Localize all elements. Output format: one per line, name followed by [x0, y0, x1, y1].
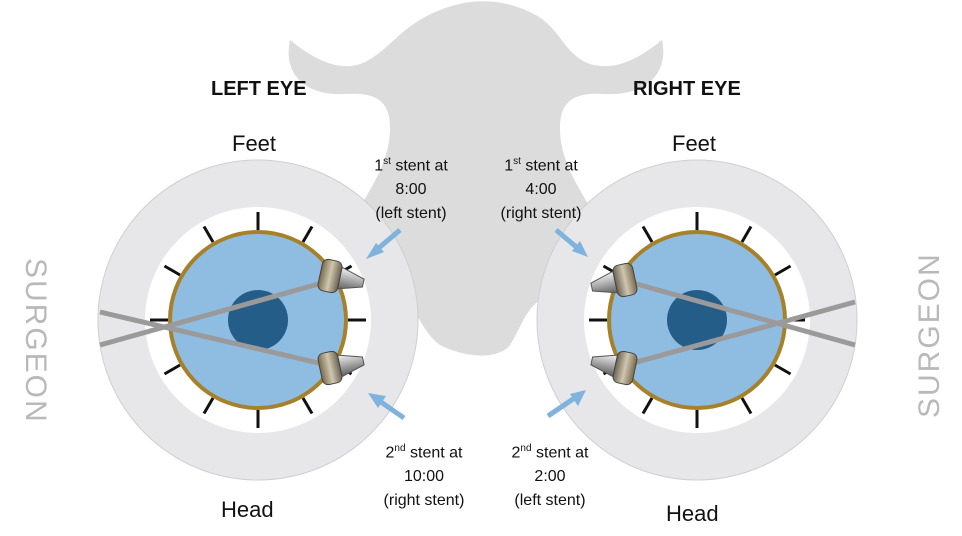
arrow-first-stent-head — [572, 241, 588, 257]
clock-tick — [740, 397, 753, 415]
stent-second — [590, 350, 638, 386]
arrow-second-stent — [546, 394, 578, 419]
stent-flange — [317, 350, 343, 386]
clock-tick — [163, 264, 181, 277]
right-eye-bottom-label: Head — [666, 501, 719, 526]
stent-first — [590, 262, 638, 298]
instrument-upper — [614, 275, 856, 348]
instrument-lower — [99, 309, 341, 371]
arrow-second-stent — [376, 397, 406, 421]
note-which: (left stent) — [375, 205, 447, 223]
clock-tick — [774, 363, 792, 376]
clock-tick — [301, 397, 314, 415]
left-eye — [97, 159, 419, 481]
stent-flange — [612, 262, 638, 298]
stent-flange — [317, 258, 343, 294]
instrument-upper — [99, 275, 341, 348]
left-first-stent-note: 1st stent at 8:00 (left stent) — [366, 150, 456, 226]
note-line-1: 2nd stent at — [385, 443, 463, 462]
instrument-lower — [614, 299, 856, 371]
clock-tick — [163, 363, 181, 376]
right-second-stent-note: 2nd stent at 2:00 (left stent) — [496, 437, 604, 513]
clock-tick — [774, 264, 792, 277]
stent-second — [317, 350, 365, 386]
clock-tick — [641, 225, 654, 243]
arrow-second-stent-head — [570, 390, 586, 406]
arrow-first-stent-head — [366, 243, 384, 259]
clock-tick — [202, 225, 215, 243]
arrow-second-stent-head — [368, 393, 386, 408]
note-line-1: 1st stent at — [374, 156, 448, 175]
clock-tick — [301, 225, 314, 243]
stent-flange — [612, 350, 638, 386]
note-which: (left stent) — [514, 492, 586, 510]
right-surgeon-label: SURGEON — [913, 252, 946, 418]
right-eye-title: RIGHT EYE — [633, 78, 741, 100]
right-first-stent-note: 1st stent at 4:00 (right stent) — [486, 150, 596, 226]
left-eye-bottom-label: Head — [221, 497, 274, 522]
left-eye-title: LEFT EYE — [211, 78, 307, 100]
note-line-1: 1st stent at — [504, 156, 578, 175]
stent-first — [317, 258, 365, 294]
right-eye-top-label: Feet — [672, 131, 717, 156]
note-line-1: 2nd stent at — [511, 443, 589, 462]
left-surgeon-label: SURGEON — [19, 258, 52, 424]
note-time: 2:00 — [534, 468, 566, 486]
clock-tick — [641, 397, 654, 415]
clock-tick — [202, 397, 215, 415]
right-eye — [536, 159, 858, 481]
left-eye-top-label: Feet — [232, 131, 277, 156]
left-second-stent-note: 2nd stent at 10:00 (right stent) — [368, 437, 480, 513]
note-which: (right stent) — [500, 205, 582, 223]
clock-tick — [740, 225, 753, 243]
note-time: 10:00 — [403, 468, 445, 486]
note-time: 8:00 — [395, 181, 427, 199]
note-which: (right stent) — [383, 492, 465, 510]
note-time: 4:00 — [525, 181, 557, 199]
